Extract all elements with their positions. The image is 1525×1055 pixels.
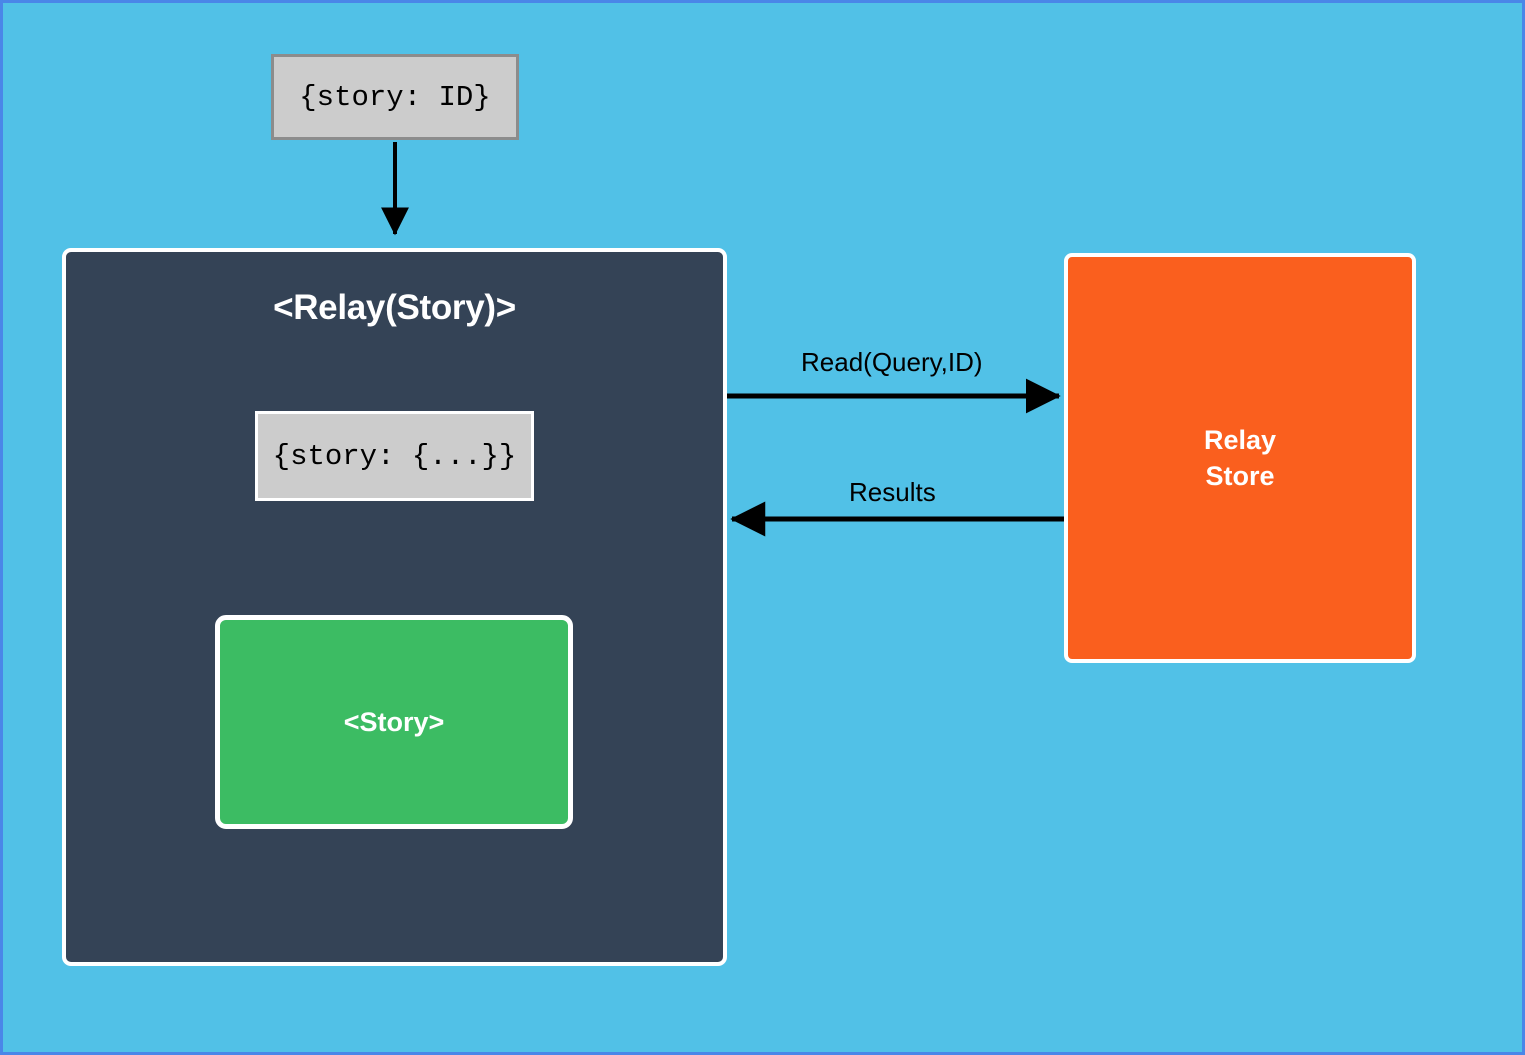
relay-store-box: Relay Store [1064,253,1416,663]
props-box-top: {story: ID} [271,54,519,140]
edge-label-read: Read(Query,ID) [801,347,983,377]
relay-story-container: <Relay(Story)> [62,248,727,966]
story-component-box: <Story> [215,615,573,829]
props-box-inner: {story: {...}} [255,411,534,501]
edge-label-results: Results [849,477,936,507]
relay-story-title: <Relay(Story)> [273,288,516,327]
